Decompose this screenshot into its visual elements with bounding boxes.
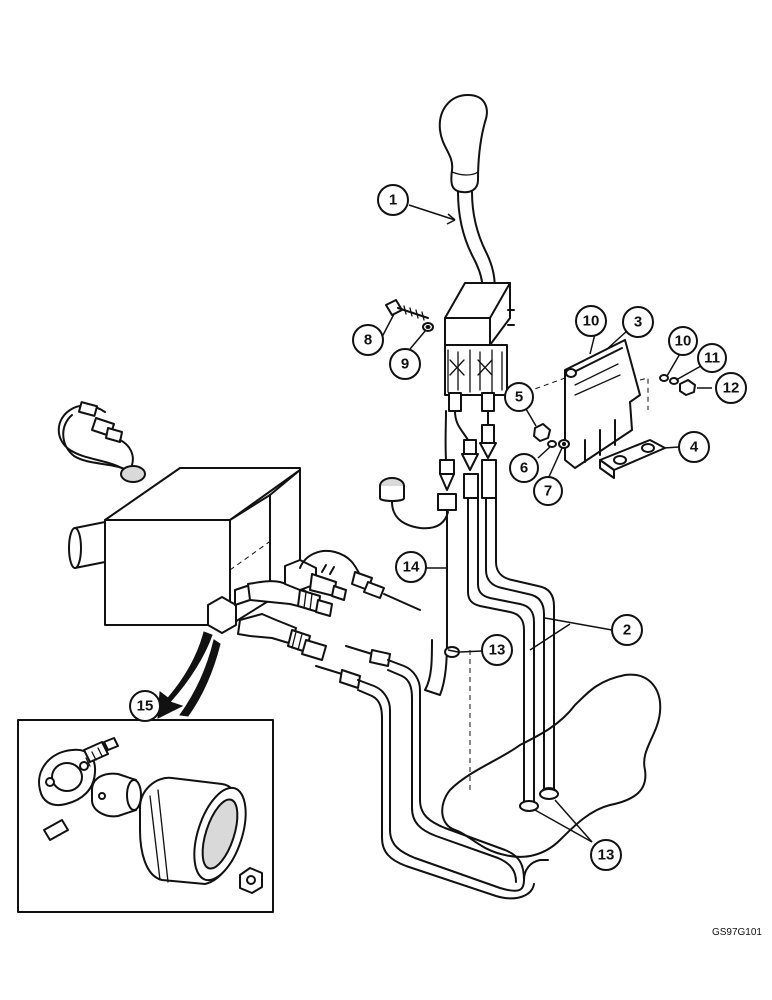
callout-1: 1 (377, 184, 409, 216)
floor-panel-cutout (441, 673, 662, 858)
callout-14-label: 14 (403, 559, 420, 576)
lever-shaft (457, 191, 484, 296)
callout-8-label: 8 (364, 332, 372, 349)
callout-13-upper: 13 (481, 634, 513, 666)
control-lever (438, 94, 496, 296)
callout-10-upper: 10 (575, 305, 607, 337)
callout-2-label: 2 (623, 622, 631, 639)
callout-12-label: 12 (723, 380, 740, 397)
remote-valve-block (68, 467, 301, 634)
flat-washer (558, 439, 570, 449)
callout-10-right: 10 (668, 326, 698, 356)
lever-knob (438, 94, 488, 194)
callout-9: 9 (389, 348, 421, 380)
callout-15: 15 (129, 690, 161, 722)
figure-code: GS97G101 (712, 927, 762, 938)
floor-grommet-right (539, 788, 559, 800)
callout-10-right-label: 10 (675, 333, 692, 350)
callout-6: 6 (509, 453, 539, 483)
pressure-switch-sensor (299, 477, 449, 611)
callout-3-label: 3 (634, 314, 642, 331)
wiring-harness (57, 401, 146, 483)
mounting-washer (422, 322, 434, 332)
callout-15-label: 15 (137, 698, 154, 715)
valve-spool-cable-upper (345, 645, 525, 883)
callout-4: 4 (678, 431, 710, 463)
valve-fittings (234, 559, 347, 661)
callout-13-upper-label: 13 (489, 642, 506, 659)
callout-4-label: 4 (690, 439, 699, 456)
lockwasher (547, 440, 557, 448)
mounting-bracket (509, 339, 649, 469)
lever-valve-housing (444, 282, 515, 412)
callout-1-label: 1 (389, 192, 397, 209)
callout-5-label: 5 (515, 389, 523, 406)
valve-spool-cable-lower (315, 665, 549, 900)
callout-8: 8 (352, 324, 384, 356)
callout-11-label: 11 (704, 350, 720, 367)
callout-6-label: 6 (520, 460, 528, 477)
callout-11: 11 (697, 343, 727, 373)
callout-5: 5 (504, 382, 534, 412)
callout-3: 3 (622, 306, 654, 338)
floor-grommet-left (519, 800, 539, 812)
right-nut (679, 379, 696, 396)
locknut (533, 423, 551, 442)
mounting-bolt (385, 299, 429, 321)
callout-10-upper-label: 10 (583, 313, 600, 330)
right-washer (659, 374, 669, 382)
callout-7-label: 7 (544, 483, 552, 500)
callout-9-label: 9 (401, 356, 409, 373)
callout-7: 7 (533, 476, 563, 506)
upper-washer (565, 368, 577, 378)
callout-14: 14 (395, 551, 427, 583)
callout-2: 2 (611, 614, 643, 646)
callout-13-lower: 13 (590, 839, 622, 871)
callout-12: 12 (715, 372, 747, 404)
callout-13-lower-label: 13 (598, 847, 615, 864)
detail-inset (17, 719, 274, 913)
